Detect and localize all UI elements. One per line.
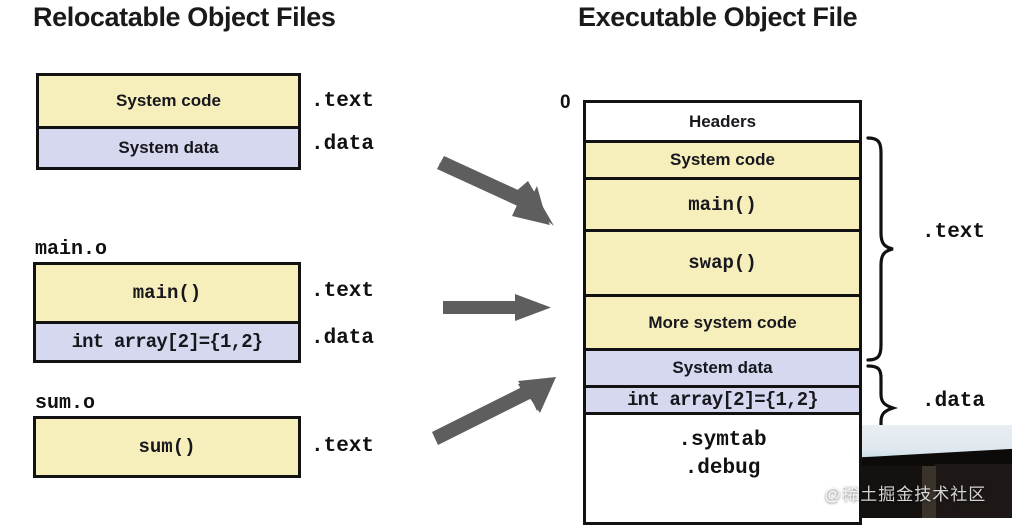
executable-object-file-box: Headers System code main() swap() More s…	[583, 100, 862, 525]
arrow-main-to-exec	[443, 294, 551, 321]
brace-text-section	[866, 136, 894, 362]
offset-zero-label: 0	[560, 92, 571, 113]
section-name-data-main-o: .data	[311, 327, 375, 350]
section-name-text-sum-o: .text	[311, 435, 375, 458]
left-panel-title: Relocatable Object Files	[33, 2, 336, 32]
exec-row-symtab-debug: .symtab .debug	[586, 412, 859, 522]
exec-row-label: More system code	[648, 312, 797, 332]
module-row-label: main()	[132, 282, 202, 305]
arrow-system-to-exec	[437, 156, 554, 226]
photo-dark-left	[862, 465, 925, 518]
module-row-sum-text: sum()	[36, 419, 298, 475]
exec-trailer-symtab: .symtab	[678, 429, 767, 452]
exec-row-headers: Headers	[586, 103, 859, 140]
module-row-label: System data	[118, 138, 219, 157]
module-name-sum-o: sum.o	[35, 392, 96, 415]
exec-row-more-system-code: More system code	[586, 294, 859, 348]
exec-trailer-debug: .debug	[684, 457, 761, 480]
exec-row-label: swap()	[688, 252, 757, 274]
exec-row-main: main()	[586, 177, 859, 229]
exec-row-label: Headers	[688, 111, 757, 131]
photo-pillar	[922, 465, 936, 518]
exec-row-swap: swap()	[586, 229, 859, 294]
module-row-main-data: int array[2]={1,2}	[36, 321, 298, 360]
section-name-data-system: .data	[311, 133, 375, 156]
watermark-label: @稀土掘金技术社区	[824, 485, 987, 504]
exec-row-system-code: System code	[586, 140, 859, 177]
watermark-photo-overlay	[862, 425, 1012, 518]
exec-row-label: int array[2]={1,2}	[627, 389, 819, 411]
relocatable-module-main-o: main() int array[2]={1,2}	[33, 262, 301, 363]
brace-label-data: .data	[922, 390, 986, 413]
arrow-sum-to-exec	[432, 377, 556, 445]
exec-row-int-array: int array[2]={1,2}	[586, 385, 859, 412]
right-panel-title: Executable Object File	[578, 2, 858, 32]
module-row-label: sum()	[138, 436, 196, 458]
exec-row-label: System data	[672, 358, 773, 377]
photo-dark-right	[934, 464, 1012, 518]
module-row-label: int array[2]={1,2}	[71, 331, 264, 354]
module-row-system-data: System data	[39, 126, 298, 167]
module-row-main-text: main()	[36, 265, 298, 322]
exec-row-label: System code	[670, 150, 775, 169]
exec-row-system-data: System data	[586, 348, 859, 385]
relocatable-module-sum-o: sum()	[33, 416, 301, 478]
section-name-text-system: .text	[311, 90, 375, 113]
module-row-system-code: System code	[39, 76, 298, 126]
module-name-main-o: main.o	[35, 238, 108, 261]
relocatable-module-system: System code System data	[36, 73, 301, 170]
exec-row-label: main()	[688, 193, 757, 216]
module-row-label: System code	[116, 91, 221, 110]
section-name-text-main-o: .text	[311, 280, 375, 303]
brace-label-text: .text	[922, 221, 986, 244]
